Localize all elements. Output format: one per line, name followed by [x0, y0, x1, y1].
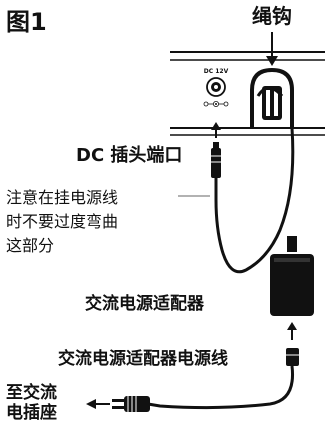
figure-label: 图1 — [6, 8, 47, 36]
ac-adapter — [270, 254, 314, 316]
hook-arrow — [266, 32, 278, 66]
rear-panel — [170, 51, 325, 136]
dc-jack-label: DC 12V — [204, 68, 229, 75]
dc-plug-label: DC 插头端口 — [76, 145, 183, 166]
caution-note: 注意在挂电源线 时不要过度弯曲 这部分 — [6, 186, 136, 258]
outlet-arrow — [86, 399, 110, 409]
caution-line: 注意在挂电源线 — [6, 188, 119, 207]
dc-cable — [214, 127, 295, 274]
caution-line: 这部分 — [6, 236, 55, 255]
dc-plug — [211, 122, 221, 178]
cord-hook — [250, 67, 294, 128]
ac-adapter-label: 交流电源适配器 — [85, 294, 204, 314]
ac-cord-connector — [286, 348, 299, 366]
outlet-line: 电插座 — [6, 403, 57, 423]
polarity-icon — [203, 101, 229, 108]
wall-plug-icon — [112, 396, 150, 412]
cord-hook-label: 绳钩 — [252, 4, 292, 28]
outlet-label: 至交流 电插座 — [6, 383, 66, 423]
dc-jack: DC 12V — [203, 68, 229, 108]
ac-cord — [147, 365, 295, 410]
outlet-line: 至交流 — [6, 383, 57, 403]
adapter-arrow — [287, 322, 297, 340]
caution-line: 时不要过度弯曲 — [6, 212, 119, 231]
ac-adapter-cord-label: 交流电源适配器电源线 — [58, 349, 228, 369]
